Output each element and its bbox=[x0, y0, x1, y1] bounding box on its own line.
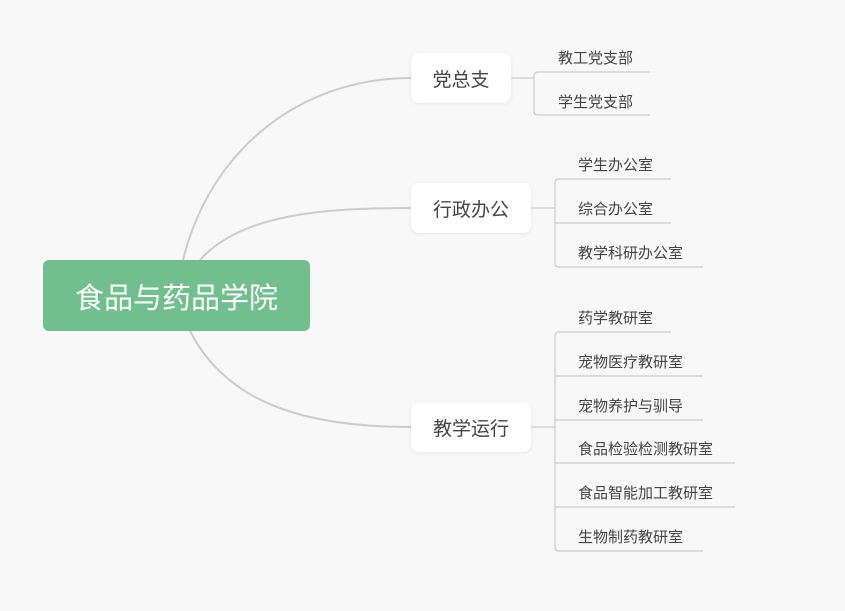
leaf-node[interactable]: 生物制药教研室 bbox=[578, 528, 684, 546]
root-to-branch-3 bbox=[189, 330, 412, 428]
branch-node-admin[interactable]: 行政办公 bbox=[411, 183, 531, 233]
root-node[interactable]: 食品与药品学院 bbox=[43, 260, 310, 331]
leaf-node[interactable]: 宠物养护与驯导 bbox=[578, 397, 684, 415]
leaf-node[interactable]: 综合办公室 bbox=[578, 200, 654, 218]
leaf-node[interactable]: 食品智能加工教研室 bbox=[578, 484, 714, 502]
leaf-node[interactable]: 宠物医疗教研室 bbox=[578, 353, 684, 371]
leaf-node[interactable]: 教工党支部 bbox=[558, 49, 634, 67]
branch-node-party[interactable]: 党总支 bbox=[411, 53, 511, 103]
branch-node-teaching[interactable]: 教学运行 bbox=[411, 402, 531, 452]
leaf-node[interactable]: 药学教研室 bbox=[578, 309, 654, 327]
leaf-node[interactable]: 食品检验检测教研室 bbox=[578, 440, 714, 458]
leaf-node[interactable]: 教学科研办公室 bbox=[578, 244, 684, 262]
root-to-branch-1 bbox=[182, 77, 412, 261]
leaf-node[interactable]: 学生党支部 bbox=[558, 93, 634, 111]
leaf-node[interactable]: 学生办公室 bbox=[578, 156, 654, 174]
root-to-branch-2 bbox=[199, 207, 412, 261]
